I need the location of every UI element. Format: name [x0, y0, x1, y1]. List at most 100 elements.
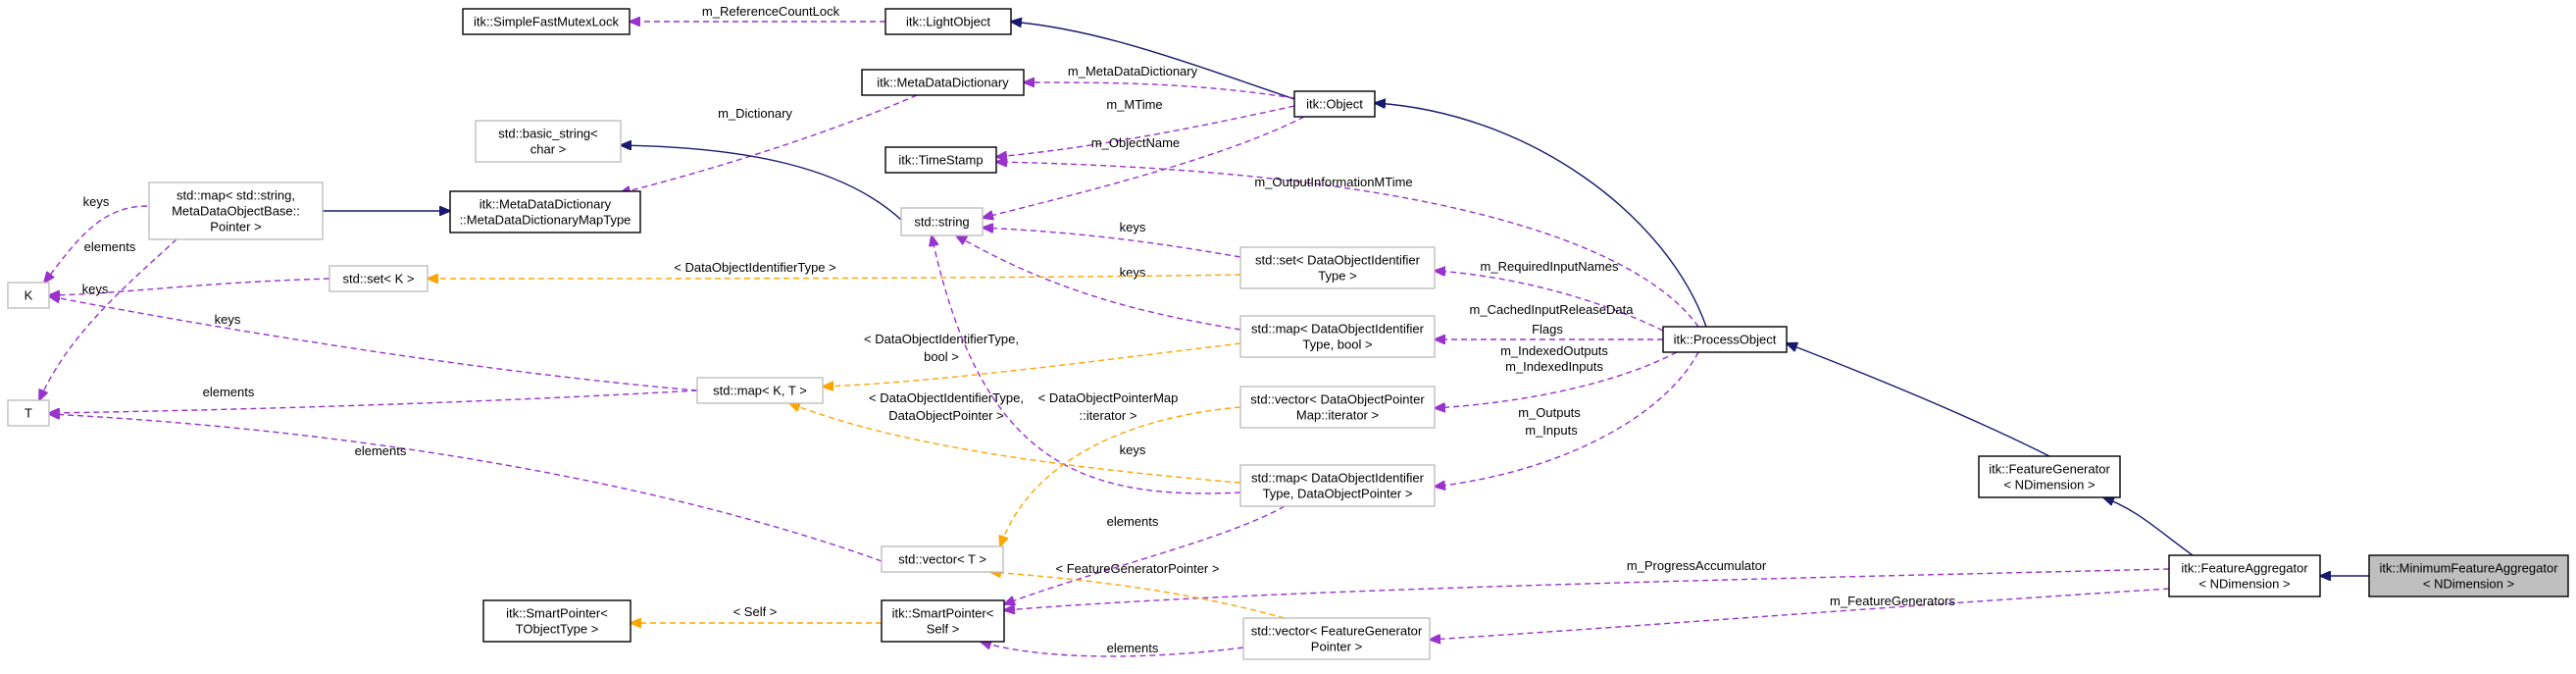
- node-label: MetaDataObjectBase::: [172, 204, 300, 219]
- node-label: < NDimension >: [2198, 577, 2290, 592]
- edge-member: keys: [932, 235, 1241, 494]
- class-node-ts[interactable]: itk::TimeStamp: [884, 146, 997, 174]
- edge-line: [1011, 22, 1295, 100]
- node-box[interactable]: [482, 599, 631, 643]
- edge-label: elements: [355, 443, 407, 458]
- node-box[interactable]: [1662, 326, 1788, 353]
- node-box[interactable]: [328, 265, 429, 292]
- node-box[interactable]: [148, 181, 324, 240]
- class-node-setdoi[interactable]: std::set< DataObjectIdentifierType >: [1239, 246, 1436, 289]
- node-box[interactable]: [1239, 246, 1436, 289]
- class-node-spt[interactable]: itk::SmartPointer<TObjectType >: [482, 599, 631, 643]
- node-box[interactable]: [900, 207, 984, 236]
- edge-line: [789, 403, 1241, 484]
- node-box[interactable]: [884, 8, 1012, 35]
- edge-label: m_MetaDataDictionary: [1068, 64, 1198, 78]
- class-node-T[interactable]: T: [7, 399, 50, 427]
- node-label: std::map< K, T >: [713, 384, 807, 398]
- edge-inherit: [1787, 343, 2050, 457]
- edge-line: [956, 235, 1241, 331]
- edge-line: [1430, 588, 2170, 640]
- edge-line: [1000, 406, 1241, 546]
- class-node-fa[interactable]: itk::FeatureAggregator< NDimension >: [2168, 554, 2321, 597]
- node-box[interactable]: [1978, 455, 2121, 498]
- class-node-po[interactable]: itk::ProcessObject: [1662, 326, 1788, 353]
- node-box[interactable]: [884, 146, 997, 174]
- edge-label: keys: [1120, 442, 1146, 457]
- node-box[interactable]: [861, 69, 1025, 96]
- edge-line: [620, 94, 918, 193]
- edge-label: elements: [1107, 641, 1159, 655]
- edge-member: m_RequiredInputNames: [1435, 259, 1664, 332]
- edge-label: elements: [1107, 514, 1159, 529]
- class-node-mapdoib[interactable]: std::map< DataObjectIdentifierType, bool…: [1239, 315, 1436, 358]
- node-box[interactable]: [1239, 315, 1436, 358]
- node-label: Type, bool >: [1302, 337, 1372, 352]
- node-label: < NDimension >: [2003, 478, 2095, 493]
- edge-label: m_MTime: [1106, 97, 1162, 112]
- edge-member: keys: [49, 278, 330, 296]
- node-label: T: [25, 406, 32, 421]
- edge-label: m_RequiredInputNames: [1481, 259, 1619, 274]
- class-node-mdd[interactable]: itk::MetaDataDictionary: [861, 69, 1025, 96]
- class-node-str[interactable]: std::string: [900, 207, 984, 236]
- edge-line: [39, 238, 177, 400]
- node-box[interactable]: [1239, 464, 1436, 507]
- edge-label: m_ObjectName: [1091, 135, 1180, 150]
- class-node-lo[interactable]: itk::LightObject: [884, 8, 1012, 35]
- node-box[interactable]: [881, 545, 1004, 573]
- node-box[interactable]: [1239, 386, 1436, 429]
- node-box[interactable]: [881, 599, 1005, 643]
- node-box[interactable]: [475, 120, 622, 163]
- class-node-fg[interactable]: itk::FeatureGenerator< NDimension >: [1978, 455, 2121, 498]
- edge-line: [990, 572, 1286, 619]
- class-node-vecfg[interactable]: std::vector< FeatureGeneratorPointer >: [1242, 617, 1431, 660]
- node-label: Type >: [1318, 269, 1356, 284]
- class-node-setk[interactable]: std::set< K >: [328, 265, 429, 292]
- node-label: std::map< std::string,: [177, 188, 295, 203]
- class-node-obj[interactable]: itk::Object: [1293, 90, 1376, 118]
- edge-label: < DataObjectIdentifierType >: [674, 260, 835, 275]
- class-node-mapmd[interactable]: std::map< std::string,MetaDataObjectBase…: [148, 181, 324, 240]
- node-box[interactable]: [7, 282, 50, 309]
- node-box[interactable]: [462, 8, 631, 35]
- class-node-bs[interactable]: std::basic_string<char >: [475, 120, 622, 163]
- edge-member: elements: [1004, 505, 1286, 604]
- edge-label: keys: [83, 194, 110, 209]
- node-label: itk::MinimumFeatureAggregator: [2379, 561, 2558, 576]
- node-label: TObjectType >: [516, 622, 599, 637]
- edge-member: elements: [49, 385, 698, 413]
- node-box[interactable]: [7, 399, 50, 427]
- class-node-vecdop[interactable]: std::vector< DataObjectPointerMap::itera…: [1239, 386, 1436, 429]
- edge-label: elements: [84, 239, 136, 254]
- class-node-mfa[interactable]: itk::MinimumFeatureAggregator< NDimensio…: [2368, 554, 2569, 597]
- edge-label: m_ProgressAccumulator: [1627, 558, 1767, 573]
- edge-label: m_IndexedInputs: [1505, 359, 1603, 374]
- node-box[interactable]: [2368, 554, 2569, 597]
- class-node-sfml[interactable]: itk::SimpleFastMutexLock: [462, 8, 631, 35]
- edge-member: elements: [49, 414, 883, 562]
- class-node-mapkt[interactable]: std::map< K, T >: [696, 377, 824, 404]
- edge-label: keys: [82, 282, 109, 296]
- node-label: Type, DataObjectPointer >: [1263, 487, 1413, 501]
- edge-label: < DataObjectIdentifierType,: [869, 390, 1024, 405]
- class-node-vect[interactable]: std::vector< T >: [881, 545, 1004, 573]
- edge-line: [1004, 568, 2170, 610]
- edge-template: < Self >: [631, 604, 882, 623]
- node-box[interactable]: [1242, 617, 1431, 660]
- class-node-sps[interactable]: itk::SmartPointer<Self >: [881, 599, 1005, 643]
- edge-template: < DataObjectPointerMap::iterator >: [1000, 390, 1241, 546]
- edge-label: keys: [1120, 265, 1146, 280]
- node-box[interactable]: [696, 377, 824, 404]
- node-label: itk::SmartPointer<: [506, 606, 608, 621]
- class-node-mapdoidp[interactable]: std::map< DataObjectIdentifierType, Data…: [1239, 464, 1436, 507]
- node-box[interactable]: [2168, 554, 2321, 597]
- edge-line: [1375, 103, 1707, 328]
- node-label: Pointer >: [1311, 640, 1362, 654]
- node-box[interactable]: [1293, 90, 1376, 118]
- edge-member: m_ObjectName: [983, 116, 1305, 218]
- node-box[interactable]: [449, 190, 641, 233]
- class-node-mddmt[interactable]: itk::MetaDataDictionary::MetaDataDiction…: [449, 190, 641, 233]
- class-node-K[interactable]: K: [7, 282, 50, 309]
